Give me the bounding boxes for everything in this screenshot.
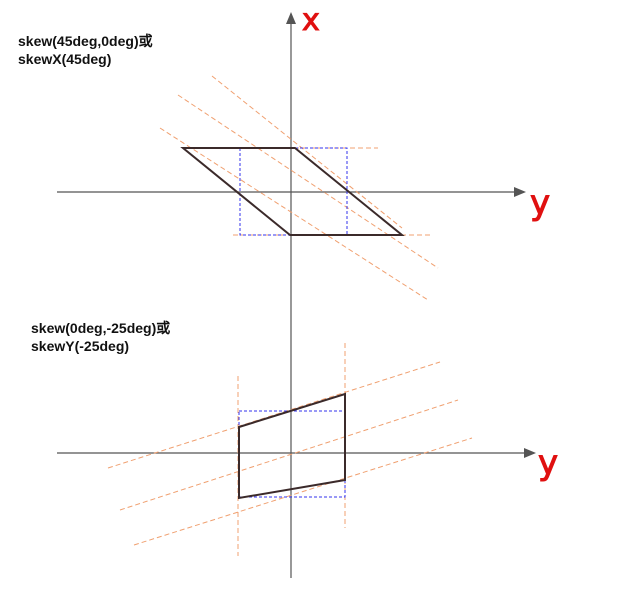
- skewy-diagram-group: [107, 343, 473, 556]
- skewy-guide-slanted-1: [107, 361, 441, 469]
- x-axis-label: x: [302, 3, 320, 38]
- skewy-caption-line1: skew(0deg,-25deg)或: [31, 320, 171, 336]
- skewy-guide-slanted-3: [133, 437, 473, 546]
- skewx-guide-diagonal-1: [159, 127, 429, 301]
- skewx-guide-lines: [159, 75, 439, 301]
- skewy-caption-line2: skewY(-25deg): [31, 338, 130, 354]
- top-y-axis-label: y: [530, 183, 550, 223]
- skewy-guide-lines: [107, 343, 473, 556]
- skewy-skewed-shape: [238, 392, 346, 500]
- skewx-skewed-shape: [180, 147, 405, 236]
- skewx-caption-line1: skew(45deg,0deg)或: [18, 33, 153, 49]
- bottom-y-axis-label: y: [538, 443, 558, 483]
- skewx-diagram-group: [159, 75, 439, 301]
- skewx-caption-line2: skewX(45deg): [18, 51, 112, 67]
- skewy-caption: skew(0deg,-25deg)或 skewY(-25deg): [31, 319, 170, 355]
- skewx-guide-diagonal-3: [211, 75, 403, 229]
- skewy-guide-slanted-2: [119, 399, 459, 511]
- skewx-guide-diagonal-2: [177, 94, 439, 269]
- skewx-caption: skew(45deg,0deg)或 skewX(45deg): [18, 32, 153, 68]
